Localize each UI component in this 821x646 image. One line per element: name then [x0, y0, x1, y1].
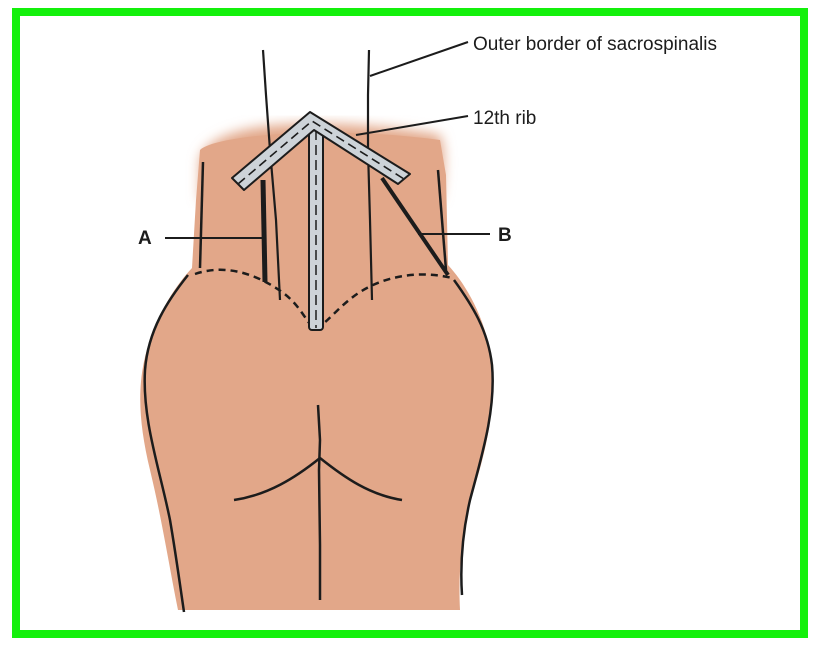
- label-12th-rib: 12th rib: [473, 108, 536, 129]
- leader-outer-border: [370, 42, 468, 76]
- label-outer-border: Outer border of sacrospinalis: [473, 34, 717, 55]
- label-b: B: [498, 225, 512, 246]
- label-a: A: [138, 228, 152, 249]
- incision-a-line: [263, 180, 265, 282]
